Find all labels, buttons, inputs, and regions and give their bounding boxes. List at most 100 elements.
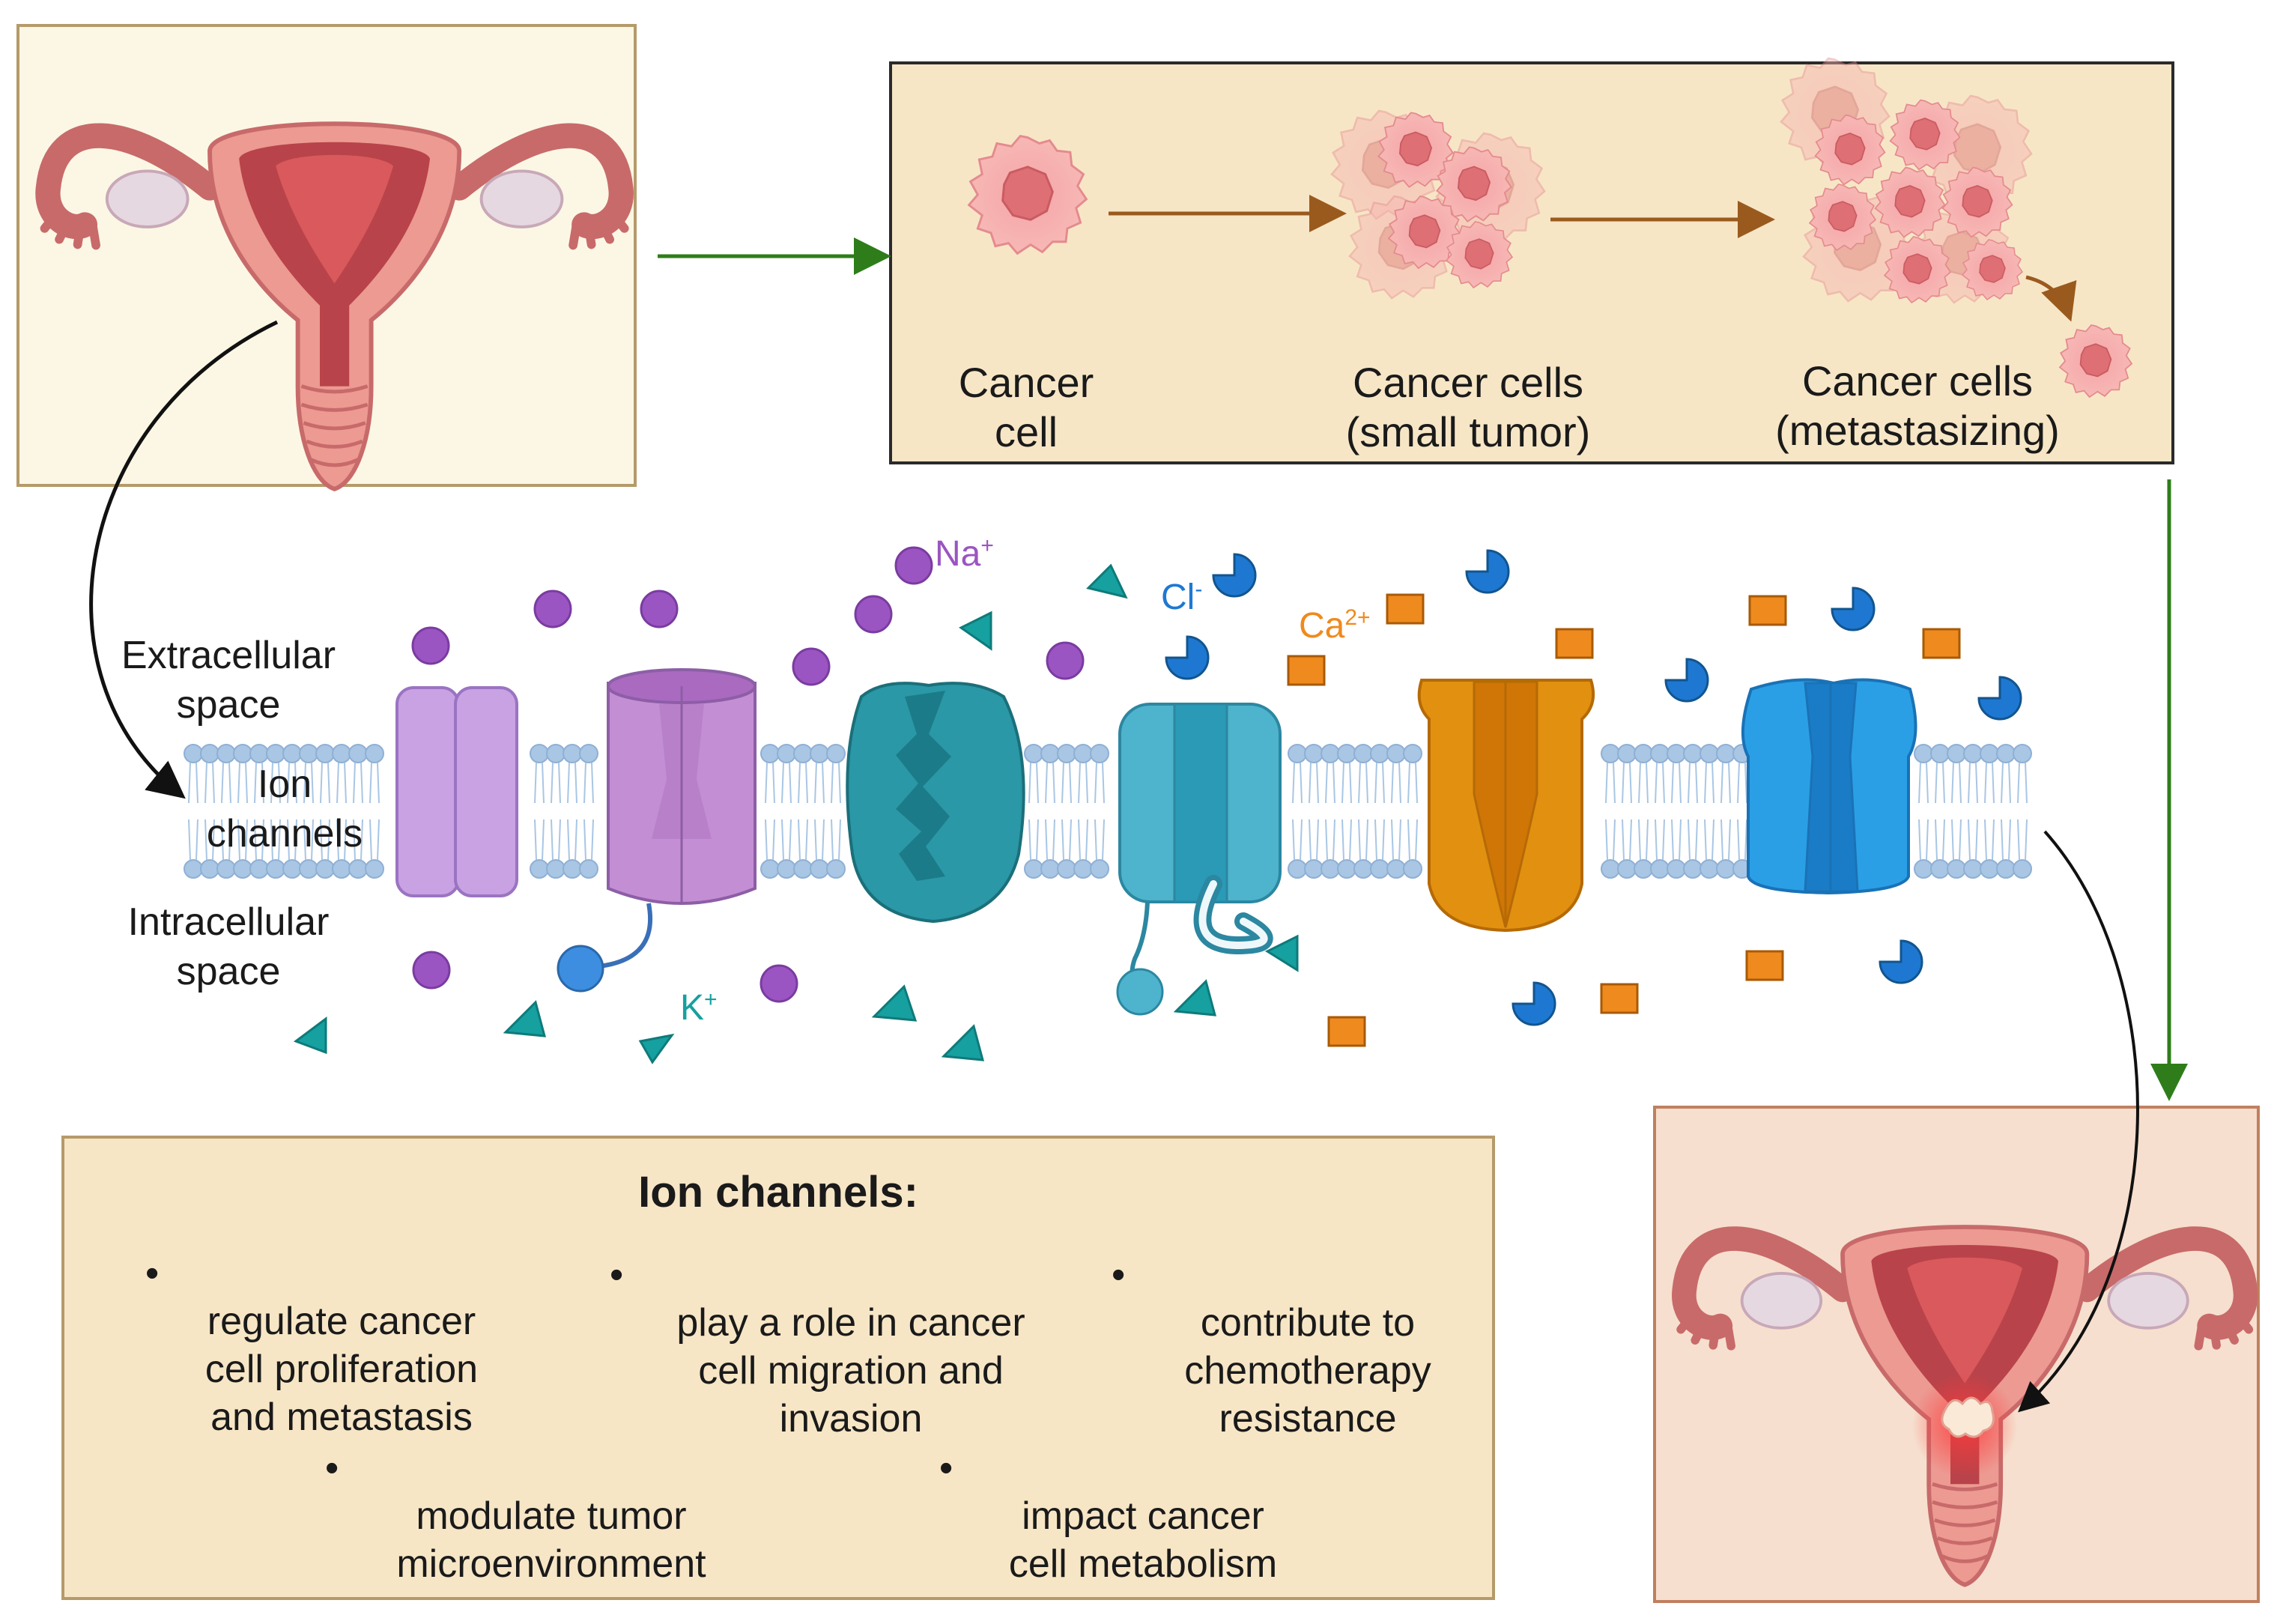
lipid-head — [1288, 859, 1307, 879]
lipid-tail — [221, 762, 224, 804]
lipid-tail — [261, 762, 264, 804]
lipid-tail — [1638, 819, 1641, 861]
lipid-head — [1947, 744, 1966, 763]
lipid-tail — [1926, 819, 1929, 861]
lipid-tail — [1704, 819, 1707, 861]
lipid-tail — [1679, 762, 1682, 804]
lipid-tail — [377, 762, 380, 804]
lipid-tail — [1622, 819, 1625, 861]
lipid-tail — [1975, 819, 1978, 861]
summary-bullet: •contribute to chemotherapy resistance — [1112, 1251, 1458, 1443]
lipid-tail — [1028, 819, 1031, 861]
lipid-tail — [1045, 762, 1048, 804]
calcium-symbol: Ca — [1299, 606, 1345, 646]
lipid-tail — [1671, 819, 1674, 861]
summary-bullet: •modulate tumor microenvironment — [325, 1444, 731, 1588]
lipid-head — [1634, 744, 1653, 763]
lipid-tail — [1061, 819, 1064, 861]
lipid-head — [365, 859, 384, 879]
lipid-tail — [1094, 819, 1097, 861]
zoom-arrow-membrane — [89, 320, 279, 799]
zoom-arrow-tumor — [2018, 830, 2139, 1413]
lipid-tail — [542, 762, 545, 804]
lipid-tail — [353, 819, 356, 861]
tumor-uterus-illustration — [1681, 1227, 2249, 1585]
lipid-tail — [1407, 819, 1410, 861]
potassium-charge: + — [704, 987, 718, 1012]
lipid-tail — [1365, 819, 1368, 861]
lipid-tail — [1358, 819, 1361, 861]
lipid-head — [1090, 859, 1109, 879]
channel-blue — [1741, 678, 1917, 895]
lipid-head — [530, 859, 549, 879]
bullet-text: contribute to chemotherapy resistance — [1184, 1301, 1431, 1440]
lipid-tail — [188, 819, 191, 861]
lipid-tail — [1613, 819, 1616, 861]
lipid-tail — [294, 819, 297, 861]
lipid-tail — [1391, 762, 1394, 804]
bullet-text: regulate cancer cell proliferation and m… — [204, 1300, 479, 1439]
lipid-head — [1288, 744, 1307, 763]
lipid-tail — [1629, 762, 1632, 804]
label-extracellular: Extracellular space — [121, 634, 336, 727]
lipid-tail — [1316, 762, 1319, 804]
lipid-tail — [814, 762, 817, 804]
lipid-head — [1716, 744, 1735, 763]
small-tumor-cluster — [1332, 111, 1544, 298]
lipid-tail — [551, 819, 554, 861]
lipid-tail — [245, 819, 248, 861]
lipid-tail — [1918, 819, 1921, 861]
lipid-tail — [360, 819, 363, 861]
lipid-head — [1024, 859, 1043, 879]
lipid-head — [1353, 744, 1373, 763]
lipid-head — [810, 859, 829, 879]
lipid-head — [282, 859, 302, 879]
lipid-tail — [2008, 819, 2011, 861]
lipid-tail — [1300, 762, 1303, 804]
lipid-tail — [1942, 819, 1945, 861]
lipid-tail — [1646, 819, 1649, 861]
lipid-tail — [1085, 819, 1088, 861]
lipid-tail — [1688, 819, 1691, 861]
bullet-dot: • — [610, 1253, 624, 1297]
lipid-head — [233, 859, 252, 879]
lipid-tail — [772, 819, 775, 861]
lipid-tail — [1292, 762, 1295, 804]
lipid-head — [184, 859, 203, 879]
lipid-tail — [261, 819, 264, 861]
lipid-tail — [195, 762, 198, 804]
label-ion-channels: Ion channels — [206, 763, 363, 855]
lipid-head — [1963, 859, 1983, 879]
lipid-tail — [1662, 819, 1665, 861]
summary-bullet: •play a role in cancer cell migration an… — [610, 1251, 1046, 1443]
lipid-head — [2013, 744, 2032, 763]
lipid-tail — [591, 819, 594, 861]
lipid-tail — [1061, 762, 1064, 804]
lipid-tail — [254, 819, 257, 861]
lipid-tail — [822, 819, 825, 861]
lipid-tail — [245, 762, 248, 804]
lipid-tail — [1655, 762, 1658, 804]
lipid-head — [1683, 859, 1703, 879]
lipid-tail — [1605, 819, 1608, 861]
lipid-tail — [1942, 762, 1945, 804]
lipid-tail — [1655, 819, 1658, 861]
lipid-tail — [1374, 762, 1377, 804]
lipid-tail — [1711, 819, 1714, 861]
lipid-tail — [1744, 762, 1747, 804]
lipid-tail — [1316, 819, 1319, 861]
lipid-tail — [574, 762, 577, 804]
lipid-head — [810, 744, 829, 763]
lipid-tail — [1349, 762, 1352, 804]
lipid-tail — [1968, 762, 1971, 804]
lipid-tail — [1605, 762, 1608, 804]
channel-orange — [1417, 679, 1595, 933]
lipid-bilayer — [184, 744, 2032, 879]
lipid-head — [760, 859, 780, 879]
lipid-tail — [1349, 819, 1352, 861]
lipid-tail — [1935, 819, 1938, 861]
lipid-tail — [1984, 819, 1987, 861]
potassium-ions — [293, 563, 1299, 1064]
lipid-head — [1321, 859, 1340, 879]
lipid-head — [1980, 859, 1999, 879]
